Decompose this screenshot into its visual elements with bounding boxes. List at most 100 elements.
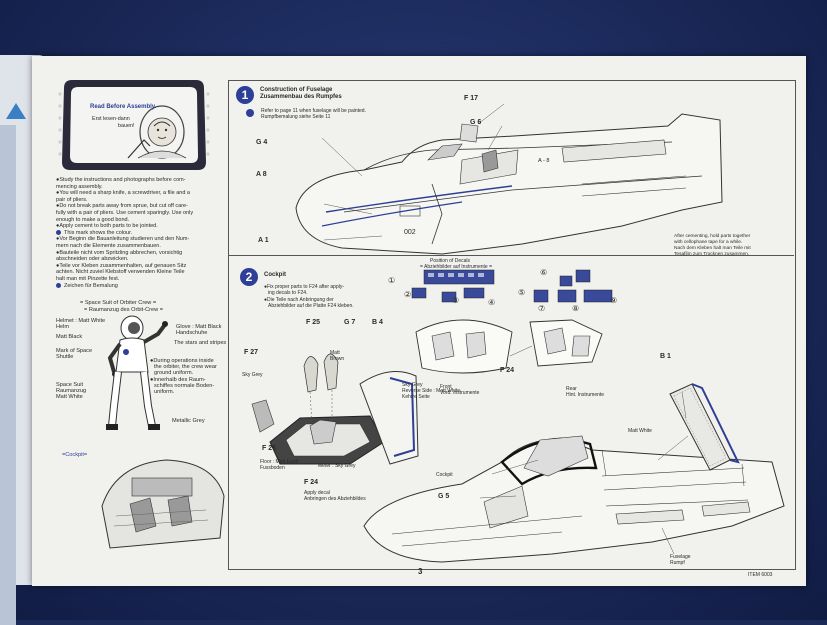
paint-mark-icon bbox=[246, 109, 254, 117]
read-before-label: Read Before Assembly. bbox=[90, 104, 157, 110]
instruction-line: ●You will need a sharp knife, a screwdri… bbox=[56, 190, 190, 197]
manual-page: Read Before Assembly. Erst lesen-dann ba… bbox=[32, 56, 806, 586]
part-f24b: F 24 bbox=[304, 479, 319, 486]
instruction-list: ●Study the instructions and photographs … bbox=[56, 177, 226, 289]
instruction-line: halt man mit Pinzette fest. bbox=[56, 275, 120, 282]
floor-label: Floor : Matt Earth bbox=[260, 459, 299, 465]
cockpit-exploded bbox=[251, 353, 419, 465]
mark-label-1: Mark of Space bbox=[56, 348, 93, 354]
helmet-label-de: Helm bbox=[56, 324, 70, 330]
during-1: ●During operations inside bbox=[150, 358, 214, 364]
glove-label-de: Handschuhe bbox=[176, 330, 208, 336]
apply-decal: Apply decal bbox=[304, 490, 330, 496]
decal-panels bbox=[411, 269, 613, 303]
fuselage-cockpit-drawing bbox=[363, 383, 785, 563]
instruction-line: mencing assembly. bbox=[56, 183, 103, 190]
cockpit-sketch bbox=[101, 459, 225, 549]
during-2: the orbiter, the crew wear bbox=[154, 364, 217, 370]
instruction-line: ●Teile vor Kleben zusammenhalten, auf ge… bbox=[56, 262, 187, 269]
reverse-side: Reverse Side : Matt White bbox=[402, 388, 461, 394]
part-f25: F 25 bbox=[306, 319, 321, 326]
part-g6: G 6 bbox=[470, 119, 482, 126]
instruction-line: abschneiden oder abzwicken. bbox=[56, 256, 129, 263]
instruction-line: fully with a pair of pliers. Use cement … bbox=[56, 209, 194, 216]
item-number: ITEM 6003 bbox=[748, 572, 773, 578]
decal-4: ④ bbox=[488, 298, 496, 307]
reverse-side-de: Kehrre Seite bbox=[402, 394, 430, 400]
suit-label-3: Matt White bbox=[56, 394, 83, 400]
instruction-line: mern nach die Elemente zusammenbauen. bbox=[56, 242, 161, 249]
decal-1: ① bbox=[388, 276, 396, 285]
during-3: ground uniform. bbox=[154, 370, 194, 376]
part-f26: F 26 bbox=[262, 445, 277, 452]
read-before-window bbox=[58, 80, 210, 170]
stars-label: The stars and stripes bbox=[174, 340, 227, 346]
instruction-line: ●Vor Beginn die Bauanleitung studieren u… bbox=[56, 236, 190, 243]
part-f27: F 27 bbox=[244, 349, 259, 356]
decal-2: ② bbox=[404, 290, 412, 299]
crew-title-de: = Raumanzug des Orbit-Crew = bbox=[84, 307, 163, 313]
crew-title-en: = Space Suit of Orbiter Crew = bbox=[80, 300, 157, 306]
inner-3: uniform. bbox=[154, 389, 175, 395]
meter-label: Meter : Sky Grey bbox=[318, 463, 356, 469]
instrument-consoles bbox=[415, 319, 603, 374]
apply-decal-de: Anbringen des Abziehbildes bbox=[304, 496, 366, 502]
steps-frame bbox=[228, 80, 796, 570]
paint-mark-icon bbox=[56, 282, 61, 288]
decal-9: ⑨ bbox=[610, 296, 618, 305]
instruction-line: This mark shows the colour. bbox=[64, 229, 133, 236]
step-2-note-4: Abziehbilder auf die Platte F24 kleben. bbox=[268, 303, 354, 309]
step-2-badge: 2 bbox=[240, 268, 258, 286]
after-cement-4: Tesafilm zum Trocknen zusammen. bbox=[674, 252, 750, 257]
after-cement-3: Nach dem Kleben halt man Teile mit bbox=[674, 246, 751, 251]
instruction-line: achten. Nicht zuviel Klebstoff verwenden… bbox=[56, 269, 185, 276]
read-before-de-1: Erst lesen-dann bbox=[92, 116, 130, 122]
fuselage-drawing bbox=[295, 103, 723, 255]
part-f24: F 24 bbox=[500, 367, 515, 374]
part-a8-inside: A - 8 bbox=[538, 158, 550, 164]
front-label-de: Vord. Instrumente bbox=[440, 390, 480, 396]
matt-brown-2: Brown bbox=[330, 356, 345, 362]
cockpit-label: Cockpit bbox=[436, 472, 453, 478]
decal-7: ⑦ bbox=[538, 304, 546, 313]
instruction-line: Zeichen für Bemalung bbox=[64, 282, 118, 289]
floor-label-de: Fussboden bbox=[260, 465, 285, 471]
matt-white-label: Matt White bbox=[628, 428, 652, 434]
fuselage-label: Fuselage bbox=[670, 554, 691, 560]
part-g7: G 7 bbox=[344, 319, 356, 326]
decals-title: Position of Decals bbox=[430, 258, 471, 264]
inner-1: ●Innerhalb des Raum- bbox=[150, 377, 206, 383]
rear-label-de: Hint. Instrumente bbox=[566, 392, 605, 398]
decal-3: ③ bbox=[452, 296, 460, 305]
step-divider bbox=[228, 255, 794, 256]
instruction-line: ●Study the instructions and photographs … bbox=[56, 177, 186, 183]
sky-grey-1: Sky Grey bbox=[242, 372, 263, 378]
step-1-title-de: Zusammenbau des Rumpfes bbox=[260, 94, 342, 100]
decal-8: ⑧ bbox=[572, 304, 580, 313]
instruction-line: ●Bauteile nicht vom Spritzling abbrechen… bbox=[56, 249, 183, 256]
part-f17: F 17 bbox=[464, 95, 479, 102]
astronaut-figure bbox=[106, 315, 168, 430]
read-before-de-2: bauen! bbox=[118, 123, 135, 129]
suit-label-2: Raumanzug bbox=[56, 388, 87, 394]
part-g5: G 5 bbox=[438, 493, 450, 500]
matt-black-label: Matt Black bbox=[56, 334, 83, 340]
part-b1: B 1 bbox=[660, 353, 671, 360]
front-label: Front bbox=[440, 384, 452, 390]
step-2-title: Cockpit bbox=[264, 272, 287, 278]
inner-2: schiffes normale Boden- bbox=[154, 383, 215, 389]
paint-mark-icon bbox=[56, 229, 61, 235]
fuselage-label-de: Rumpf bbox=[670, 560, 685, 566]
decal-5: ⑤ bbox=[518, 288, 526, 297]
part-a1: A 1 bbox=[258, 237, 269, 244]
serial-number: 002 bbox=[404, 229, 416, 236]
instruction-line: pair of pliers. bbox=[56, 196, 88, 203]
suit-label-1: Space Suit bbox=[56, 382, 84, 388]
part-a8: A 8 bbox=[256, 171, 267, 178]
step-2-note-2: ing decals to F24. bbox=[268, 290, 308, 296]
after-cement-2: with cellophane tape for a while. bbox=[674, 240, 743, 245]
glove-label: Glove : Matt Black bbox=[176, 324, 222, 330]
instruction-line: enough to make a good bond. bbox=[56, 216, 130, 223]
step-2-note-3: ●Die Teile nach Anbringung der bbox=[264, 297, 334, 303]
rear-label: Rear bbox=[566, 386, 577, 392]
